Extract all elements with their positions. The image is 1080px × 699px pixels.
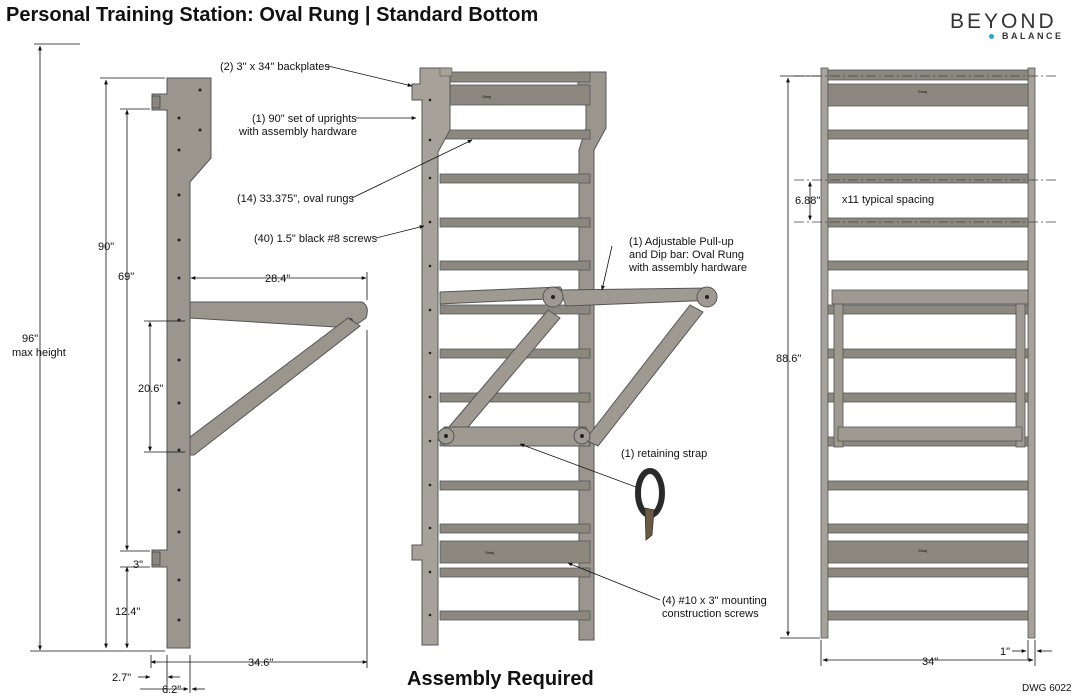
- callout-uprights-line2: with assembly hardware: [238, 126, 357, 138]
- side-view: 96" max height 90" 69" 20.6" 3" 12.4" 28…: [12, 43, 368, 696]
- pullup-bar-assembly: [437, 286, 718, 447]
- dim-height-88-6: 88.6": [776, 353, 801, 365]
- callout-pullup-line2: and Dip bar: Oval Rung: [629, 249, 744, 261]
- dim-width-1: 1": [1000, 646, 1010, 658]
- callout-strap: (1) retaining strap: [621, 448, 707, 460]
- dim-width-34: 34": [922, 656, 938, 668]
- page-title: Personal Training Station: Oval Rung | S…: [6, 4, 539, 26]
- dim-height-12-4: 12.4": [115, 606, 140, 618]
- dim-max-height-label: max height: [12, 347, 66, 359]
- callout-mounting-line1: (4) #10 x 3" mounting: [662, 595, 767, 607]
- left-upright: [411, 67, 451, 646]
- logo-subtitle: BALANCE: [1002, 31, 1064, 41]
- callout-backplates: (2) 3" x 34" backplates: [220, 61, 330, 73]
- callout-uprights-line1: (1) 90" set of uprights: [252, 113, 357, 125]
- front-left-upright: [820, 67, 829, 639]
- front-view: Stnaj Stnaj 6.88" x11 typical: [776, 67, 1058, 668]
- callout-rungs: (14) 33.375", oval rungs: [237, 193, 355, 205]
- dim-depth-28-4: 28.4": [265, 273, 290, 285]
- logo-dot: [989, 34, 994, 39]
- dim-height-69: 69": [118, 271, 134, 283]
- assembly-required-label: Assembly Required: [407, 668, 594, 690]
- svg-text:Stnaj: Stnaj: [918, 89, 927, 94]
- side-brace: [189, 317, 361, 456]
- callout-screws: (40) 1.5" black #8 screws: [254, 233, 378, 245]
- side-upright: [151, 77, 212, 649]
- svg-text:Stnaj: Stnaj: [485, 550, 494, 555]
- dim-height-90: 90": [98, 241, 114, 253]
- assembly-view: Stnaj Stnaj: [220, 61, 767, 646]
- dim-depth-34-6: 34.6": [248, 657, 273, 669]
- front-right-upright: [1027, 67, 1036, 639]
- rungs: [439, 71, 591, 621]
- dim-max-height-value: 96": [22, 333, 38, 345]
- dim-spacing: 6.88": [795, 195, 820, 207]
- dim-width-6-2: 6.2": [162, 684, 181, 696]
- brand-logo: BEYOND BALANCE: [950, 10, 1072, 44]
- dim-width-2-7: 2.7": [112, 672, 131, 684]
- dim-height-3: 3": [133, 559, 143, 571]
- drawing-number: DWG 6022: [1022, 683, 1072, 694]
- callout-mounting-line2: construction screws: [662, 608, 759, 620]
- retaining-strap-icon: [635, 468, 665, 541]
- dim-height-20-6: 20.6": [138, 383, 163, 395]
- svg-text:Stnaj: Stnaj: [918, 548, 927, 553]
- front-rungs: [827, 69, 1029, 621]
- callout-pullup-line3: with assembly hardware: [628, 262, 747, 274]
- logo-wordmark: BEYOND: [950, 10, 1057, 33]
- dim-spacing-note: x11 typical spacing: [842, 194, 934, 206]
- callout-pullup-line1: (1) Adjustable Pull-up: [629, 236, 734, 248]
- svg-text:Stnaj: Stnaj: [482, 94, 491, 99]
